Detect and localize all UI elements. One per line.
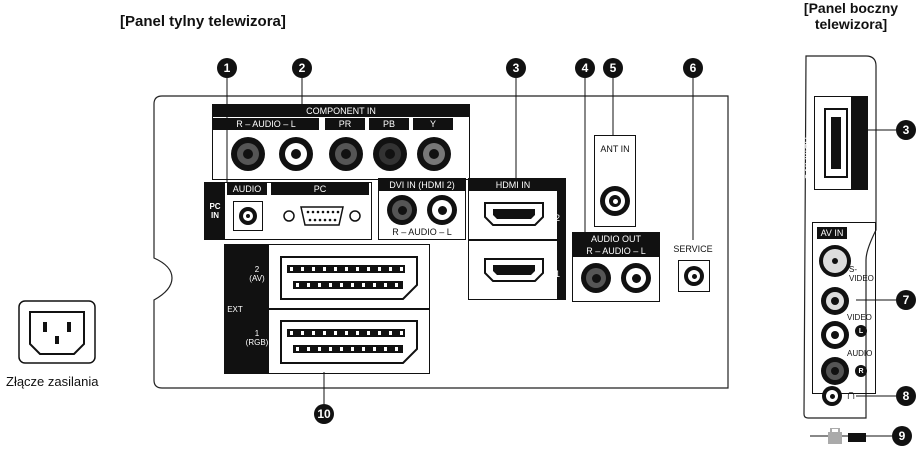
- hdmi-in-block: HDMI IN 2 1: [468, 178, 566, 300]
- callout-6: 6: [683, 58, 703, 78]
- ant-in-jack: [600, 186, 630, 216]
- headphone-jack: [822, 386, 842, 406]
- av-in-label: AV IN: [817, 227, 847, 239]
- power-connector-icon: [18, 300, 96, 364]
- component-audio-l-jack: [279, 137, 313, 171]
- callout-2: 2: [292, 58, 312, 78]
- dvi-in-label: DVI IN (HDMI 2): [379, 179, 465, 191]
- callout-3: 3: [506, 58, 526, 78]
- hdmi-in-label: HDMI IN: [469, 179, 557, 191]
- audio-out-label: AUDIO OUT: [573, 233, 659, 245]
- callout-3-side: 3: [896, 120, 916, 140]
- side-hdmi-label: HDMI IN 3: [803, 137, 813, 180]
- component-pr-label: PR: [325, 118, 365, 130]
- ant-in-label: ANT IN: [600, 144, 630, 154]
- component-pb-label: PB: [369, 118, 409, 130]
- hdmi-2-label: 2: [555, 213, 561, 223]
- component-pr-jack: [329, 137, 363, 171]
- dvi-audio-label: R – AUDIO – L: [379, 226, 465, 238]
- pc-audio-jack: [233, 201, 263, 231]
- component-y-jack: [417, 137, 451, 171]
- audio-out-rl-label: R – AUDIO – L: [573, 245, 659, 257]
- video-jack: [821, 287, 849, 315]
- pc-audio-label: AUDIO: [227, 183, 267, 195]
- callout-8: 8: [896, 386, 916, 406]
- scart-2-port: [280, 256, 418, 300]
- scart-2-label: 2 (AV): [249, 265, 265, 283]
- callout-5: 5: [603, 58, 623, 78]
- audio-out-l-jack: [621, 263, 651, 293]
- component-pb-jack: [373, 137, 407, 171]
- side-panel-title: [Panel boczny telewizora]: [786, 0, 916, 32]
- s-video-label: S-VIDEO: [849, 265, 874, 283]
- audio-label: AUDIO: [847, 349, 873, 358]
- callout-7: 7: [896, 290, 916, 310]
- component-in-label: COMPONENT IN: [213, 105, 469, 117]
- headphone-icon: ∩: [846, 386, 857, 402]
- pc-in-label: PC IN: [205, 183, 225, 239]
- callout-9: 9: [892, 426, 912, 446]
- audio-l-jack: [821, 321, 849, 349]
- side-hdmi-block: HDMI IN 3: [803, 96, 868, 190]
- callout-10: 10: [314, 404, 334, 424]
- video-label: VIDEO: [847, 313, 872, 322]
- callout-1: 1: [217, 58, 237, 78]
- kensington-lock-icon: [828, 428, 866, 444]
- component-y-label: Y: [413, 118, 453, 130]
- service-jack: [678, 260, 710, 292]
- audio-r-jack: [821, 357, 849, 385]
- dvi-audio-r-jack: [387, 195, 417, 225]
- side-panel-title-line-1: [Panel boczny: [803, 0, 899, 16]
- pc-label: PC: [271, 183, 369, 195]
- scart-1-label: 1 (RGB): [245, 329, 269, 347]
- hdmi-1-port: [484, 258, 544, 282]
- ext-scart-block: EXT 2 (AV) 1 (RGB): [224, 244, 430, 374]
- audio-l-marker: L: [855, 325, 867, 337]
- audio-r-marker: R: [855, 365, 867, 377]
- vga-port: [283, 206, 361, 226]
- service-label: SERVICE: [673, 244, 713, 254]
- component-audio-r-jack: [231, 137, 265, 171]
- s-video-jack: [819, 245, 851, 277]
- component-audio-label: R – AUDIO – L: [213, 118, 319, 130]
- side-panel-outline: [803, 55, 877, 419]
- power-caption: Złącze zasilania: [6, 374, 99, 389]
- rear-panel-title: [Panel tylny telewizora]: [120, 13, 286, 30]
- audio-out-r-jack: [581, 263, 611, 293]
- audio-out-block: AUDIO OUT R – AUDIO – L: [572, 232, 660, 302]
- hdmi-2-port: [484, 202, 544, 226]
- av-in-block: AV IN S-VIDEO VIDEO L AUDIO R: [812, 222, 876, 394]
- ext-label: EXT: [225, 245, 245, 373]
- side-hdmi-port: [824, 108, 848, 178]
- callout-4: 4: [575, 58, 595, 78]
- component-in-block: COMPONENT IN R – AUDIO – L PR PB Y: [212, 104, 470, 180]
- ant-in-block: ANT IN: [594, 135, 636, 227]
- dvi-in-block: DVI IN (HDMI 2) R – AUDIO – L: [378, 178, 466, 240]
- dvi-audio-l-jack: [427, 195, 457, 225]
- pc-in-block: PC IN AUDIO PC: [204, 182, 372, 240]
- hdmi-1-label: 1: [555, 269, 561, 279]
- side-panel-title-line-2: telewizora]: [814, 16, 888, 32]
- scart-1-port: [280, 320, 418, 364]
